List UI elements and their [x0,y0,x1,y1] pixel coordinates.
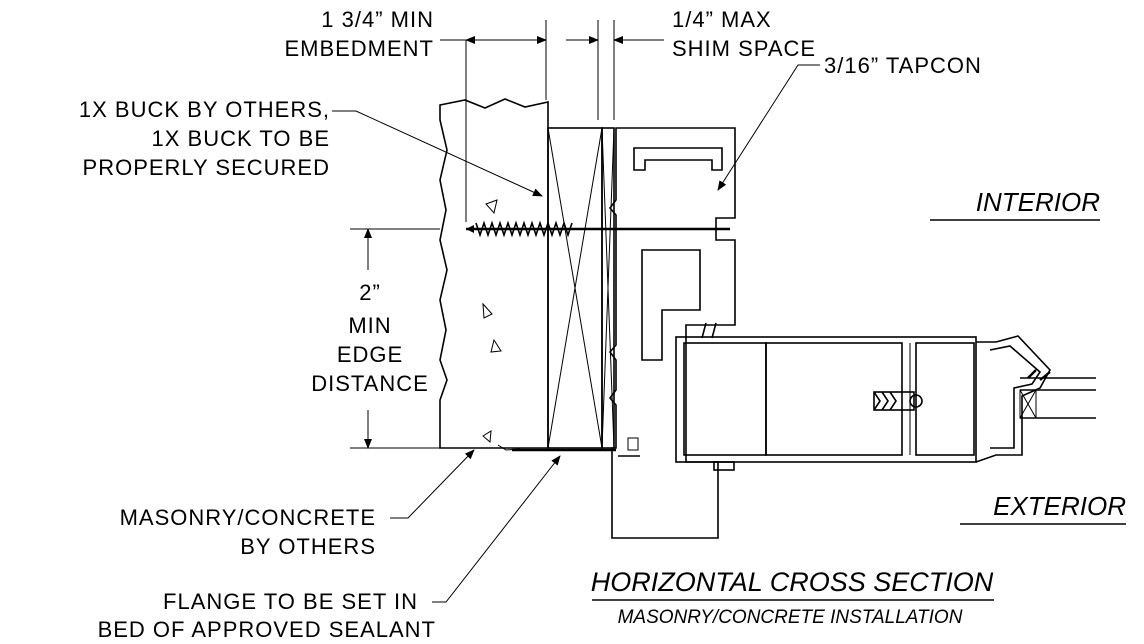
embedment-label-line1: 1 3/4” MIN [321,7,434,32]
interior-label: INTERIOR [976,187,1100,217]
masonry-label-line1: MASONRY/CONCRETE [120,505,376,530]
shim-space-label-line2: SHIM SPACE [672,36,816,61]
masonry-label-line2: BY OTHERS [240,534,376,559]
drawing-title: HORIZONTAL CROSS SECTION [591,567,994,597]
tapcon-label: 3/16” TAPCON [824,53,982,78]
shim-space-label-line1: 1/4” MAX [672,7,772,32]
flange-label-line2: BED OF APPROVED SEALANT [98,617,436,642]
dimension-lines [350,20,664,449]
drawing-subtitle: MASONRY/CONCRETE INSTALLATION [618,607,963,628]
buck-label-line3: PROPERLY SECURED [83,155,330,180]
buck-label-line2: 1X BUCK TO BE [152,126,330,151]
edge-distance-line3: EDGE [337,342,403,367]
masonry-wall [439,98,549,451]
edge-distance-line4: DISTANCE [311,371,429,396]
buck-label-line1: 1X BUCK BY OTHERS, [79,97,330,122]
wood-buck [547,127,615,449]
sash-unit [675,322,1096,463]
exterior-label: EXTERIOR [993,491,1126,521]
tapcon-screw [466,220,730,238]
flange-label-line1: FLANGE TO BE SET IN [163,589,418,614]
leader-lines [332,64,820,603]
window-frame [608,127,736,539]
edge-distance-line1: 2” [359,280,381,305]
edge-distance-line2: MIN [348,313,391,338]
embedment-label-line2: EMBEDMENT [284,36,434,61]
